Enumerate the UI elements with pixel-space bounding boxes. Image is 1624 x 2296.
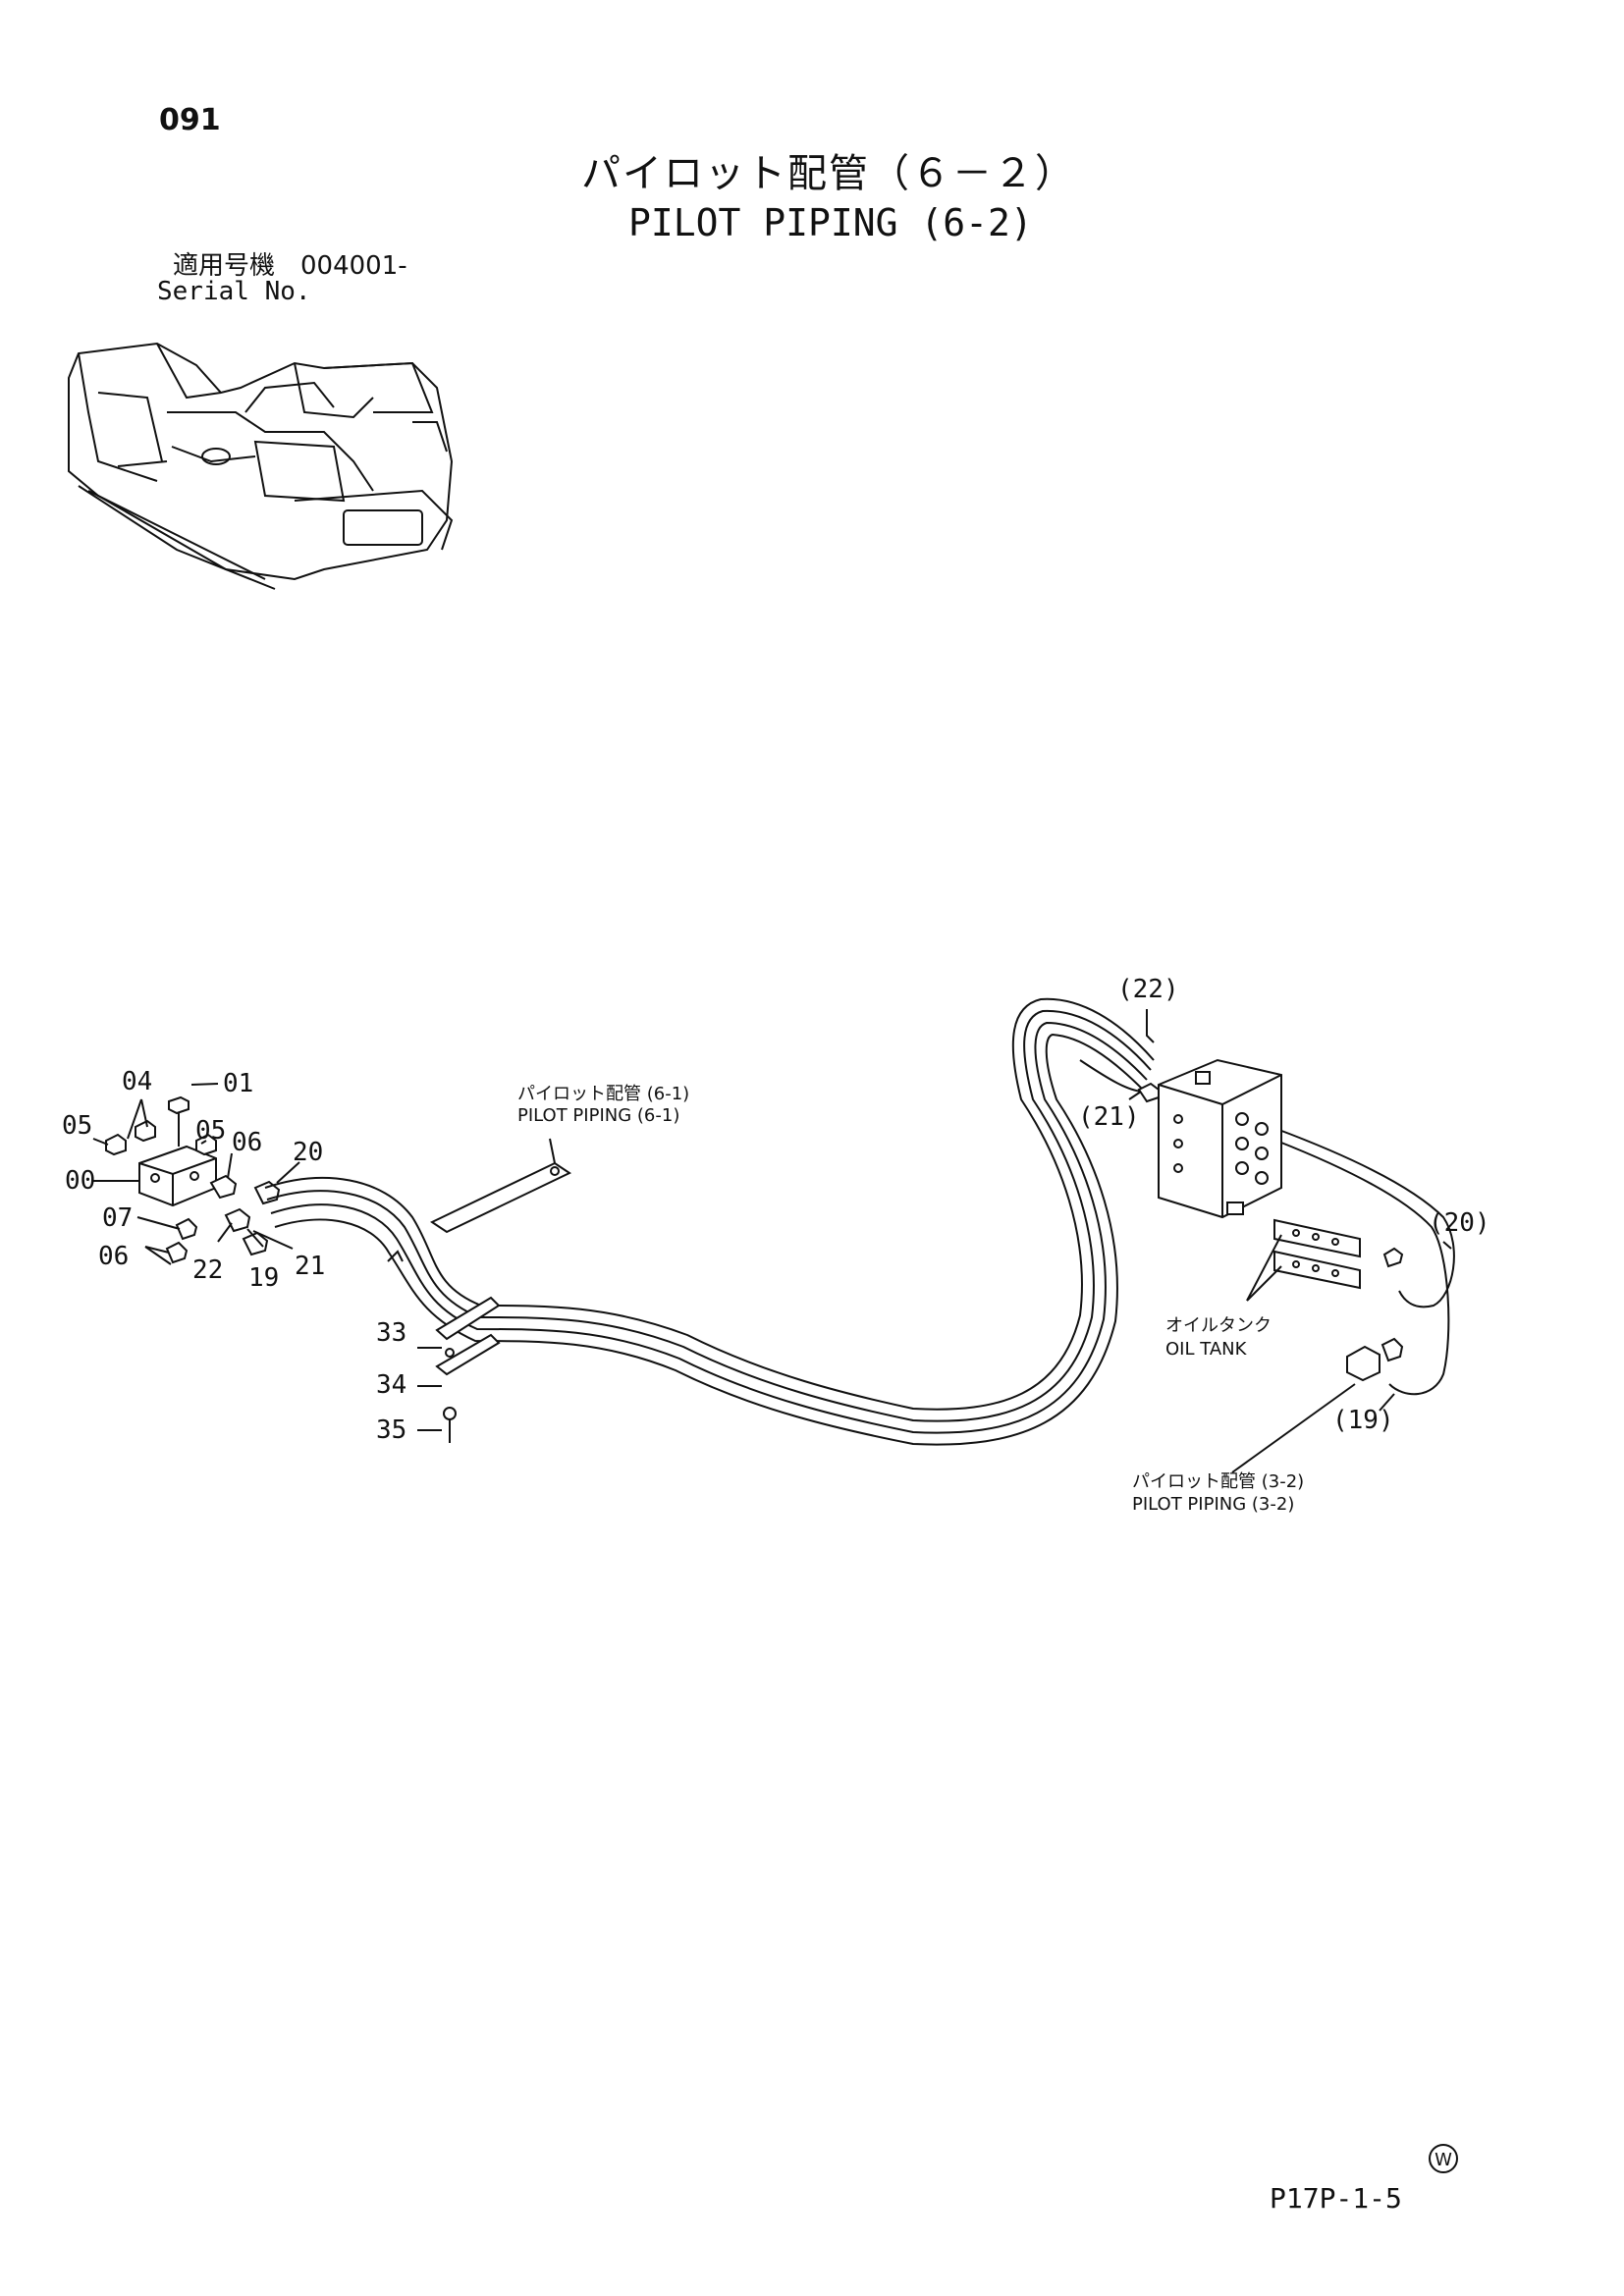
- callout-21-paren: (21): [1078, 1102, 1140, 1132]
- ref-oil-tank-jp: オイルタンク: [1165, 1315, 1272, 1336]
- title-japanese: パイロット配管（６－２）: [581, 151, 1076, 196]
- left-leader-lines: [92, 1083, 300, 1265]
- callout-21: 21: [295, 1252, 325, 1281]
- callout-04: 04: [122, 1067, 152, 1096]
- callout-22-paren: (22): [1117, 975, 1179, 1004]
- callout-06-top: 06: [232, 1128, 262, 1157]
- callout-33: 33: [376, 1318, 406, 1348]
- reference-labels: パイロット配管 (6-1) PILOT PIPING (6-1) オイルタンク …: [517, 1084, 1304, 1515]
- ref-pilot-piping-3-2-en: PILOT PIPING (3-2): [1132, 1494, 1294, 1515]
- serial-label-english: Serial No.: [157, 277, 311, 306]
- oil-tank-plates: [1246, 1218, 1404, 1382]
- callout-06-bottom: 06: [98, 1242, 129, 1271]
- callout-22: 22: [192, 1255, 223, 1285]
- excavator-thumbnail: [68, 342, 454, 590]
- callout-19-paren: (19): [1332, 1406, 1394, 1435]
- callout-19: 19: [248, 1263, 279, 1293]
- valve-block: [105, 1095, 281, 1264]
- ref-pilot-piping-3-2-jp: パイロット配管 (3-2): [1132, 1471, 1304, 1492]
- ref-pilot-piping-6-1-jp: パイロット配管 (6-1): [517, 1084, 689, 1104]
- ref-pilot-piping-6-1-en: PILOT PIPING (6-1): [517, 1105, 679, 1126]
- callout-20-paren: (20): [1429, 1208, 1490, 1238]
- callout-20: 20: [293, 1138, 323, 1167]
- serial-label-japanese: 適用号機 004001-: [173, 251, 407, 281]
- right-leader-lines: [1128, 1009, 1452, 1473]
- callout-34: 34: [376, 1370, 406, 1400]
- callout-labels: 04 01 05 05 06 20 00 07 06 22 19 21 33 3…: [62, 975, 1490, 1445]
- callout-05-left: 05: [62, 1111, 92, 1141]
- callout-00: 00: [65, 1166, 95, 1196]
- pilot-pipe-bundle: [264, 997, 1455, 1446]
- callout-35: 35: [376, 1415, 406, 1445]
- clamp-parts: [417, 1296, 501, 1443]
- control-valve: [1137, 1058, 1282, 1219]
- document-code: P17P-1-5: [1270, 2182, 1402, 2215]
- ref-oil-tank-en: OIL TANK: [1165, 1339, 1248, 1360]
- page-number: 091: [159, 103, 221, 137]
- title-english: PILOT PIPING (6-2): [628, 201, 1033, 244]
- callout-05-right: 05: [195, 1116, 226, 1146]
- callout-07: 07: [102, 1203, 133, 1233]
- w-mark-icon: W: [1429, 2144, 1458, 2173]
- bracket-plate: [387, 1138, 572, 1262]
- callout-01: 01: [223, 1069, 253, 1098]
